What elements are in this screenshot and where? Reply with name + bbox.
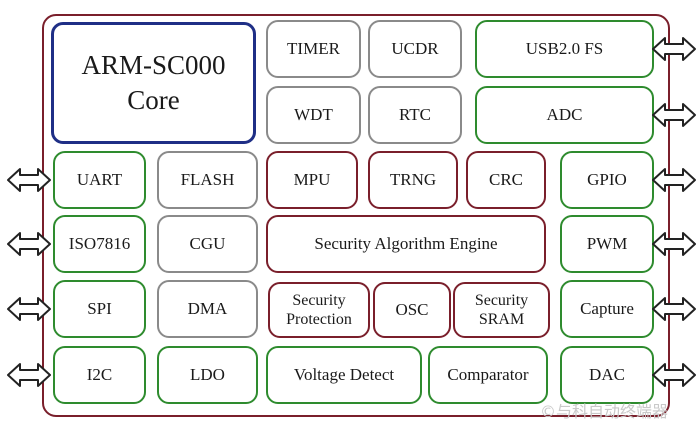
capture-io-arrow-icon xyxy=(652,297,696,321)
comparator-block: Comparator xyxy=(428,346,548,404)
gpio-io-arrow-icon xyxy=(652,168,696,192)
flash-block: FLASH xyxy=(157,151,258,209)
capture-block: Capture xyxy=(560,280,654,338)
uart-io-arrow-icon xyxy=(7,168,51,192)
dma-block: DMA xyxy=(157,280,258,338)
voltage-detect-block: Voltage Detect xyxy=(266,346,422,404)
adc-io-arrow-icon xyxy=(652,103,696,127)
security-protection-block: Security Protection xyxy=(268,282,370,338)
spi-io-arrow-icon xyxy=(7,297,51,321)
dac-io-arrow-icon xyxy=(652,363,696,387)
chip-outline xyxy=(42,14,670,417)
pwm-io-arrow-icon xyxy=(652,232,696,256)
crc-block: CRC xyxy=(466,151,546,209)
trng-block: TRNG xyxy=(368,151,458,209)
watermark-text: ©与科自动终端器 xyxy=(540,402,669,421)
arm-core-block: ARM-SC000 Core xyxy=(51,22,256,144)
osc-block: OSC xyxy=(373,282,451,338)
i2c-block: I2C xyxy=(53,346,146,404)
timer-block: TIMER xyxy=(266,20,361,78)
mpu-block: MPU xyxy=(266,151,358,209)
usb-block: USB2.0 FS xyxy=(475,20,654,78)
ldo-block: LDO xyxy=(157,346,258,404)
pwm-block: PWM xyxy=(560,215,654,273)
rtc-block: RTC xyxy=(368,86,462,144)
security-sram-block: Security SRAM xyxy=(453,282,550,338)
security-algorithm-engine-block: Security Algorithm Engine xyxy=(266,215,546,273)
usb-io-arrow-icon xyxy=(652,37,696,61)
adc-block: ADC xyxy=(475,86,654,144)
wdt-block: WDT xyxy=(266,86,361,144)
iso7816-io-arrow-icon xyxy=(7,232,51,256)
gpio-block: GPIO xyxy=(560,151,654,209)
dac-block: DAC xyxy=(560,346,654,404)
i2c-io-arrow-icon xyxy=(7,363,51,387)
ucdr-block: UCDR xyxy=(368,20,462,78)
cgu-block: CGU xyxy=(157,215,258,273)
spi-block: SPI xyxy=(53,280,146,338)
uart-block: UART xyxy=(53,151,146,209)
iso7816-block: ISO7816 xyxy=(53,215,146,273)
